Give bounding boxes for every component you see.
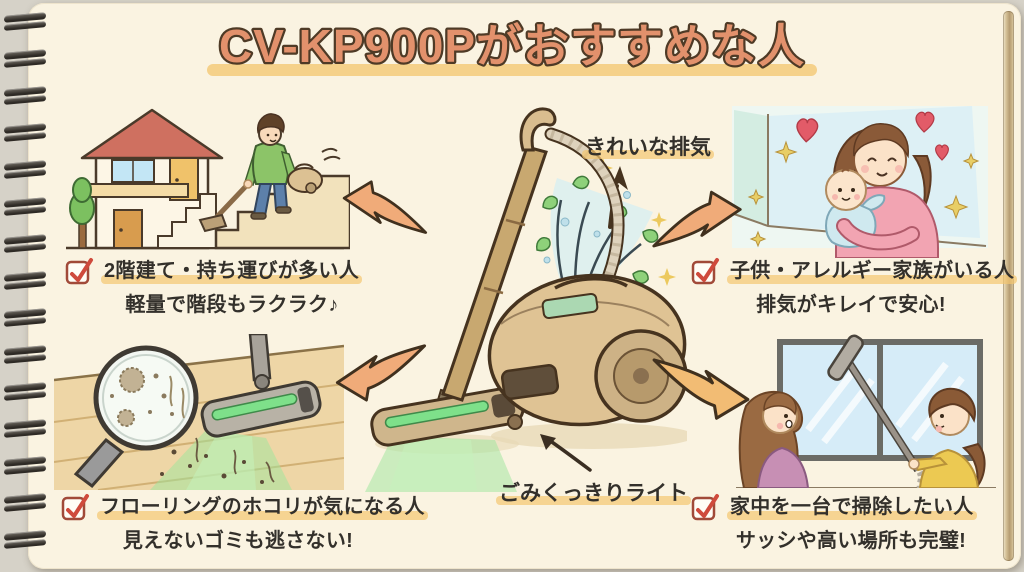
inner-staircase [157,193,217,249]
checklist-line1: 子供・アレルギー家族がいる人 [726,259,1018,284]
spiral-ring-icon [4,345,46,366]
checklist-line1: フローリングのホコリが気になる人 [97,495,428,520]
canister-body [487,273,687,430]
raised-arm [910,456,949,472]
house-stairs-illustration [66,108,350,250]
vacuum-cleaner-illustration [365,107,687,492]
checkbox-icon [691,258,719,285]
nozzle [198,213,228,233]
dust-wisps [195,437,275,483]
tree-icon [69,177,95,249]
dust-light-label: ごみくっきりライト [498,477,689,507]
spiral-binding [0,0,52,572]
checkbox-icon [65,258,93,285]
mother-arm [838,220,918,249]
green-led-strip [384,400,489,429]
motion-lines [321,147,341,161]
clean-exhaust-spray [536,158,676,330]
front-wheel [507,414,523,430]
spiral-ring-icon [4,160,46,181]
magnifier-dust-illustration [54,334,344,490]
man-carrying-vacuum [198,113,341,233]
dust-specks [160,449,264,484]
leaf-icon [536,175,659,284]
arrow-to-bottom-left [335,344,427,402]
window-cleaning-illustration [736,334,996,488]
air-bubble [543,191,631,264]
carry-handle [554,277,628,290]
heart-icon [796,111,949,161]
checklist-bottom-left: フローリングのホコリが気になる人 見えないゴミも逃さない! [60,492,428,554]
hose-port [500,364,560,400]
dust-light-label-text: ごみくっきりライト [499,482,688,505]
spiral-ring-icon [4,86,46,107]
dust-light-arrow [540,434,592,472]
page-title: CV-KP900Pがおすすめな人 [172,12,852,82]
woman-left [738,390,810,488]
vacuum-head-with-light [150,334,322,490]
baby [825,168,920,251]
exhaust-label: きれいな排気 [584,131,712,161]
checklist-line2: 排気がキレイで安心! [756,294,946,316]
arrow-to-bottom-right [652,358,750,420]
title-art: CV-KP900Pがおすすめな人 [217,18,807,75]
magnifying-glass-icon [73,345,199,489]
checklist-bottom-right: 家中を一台で掃除したい人 サッシや高い場所も完璧! [690,492,1012,554]
shadow [491,423,687,449]
spiral-ring-icon [4,123,46,144]
mother-baby-illustration [732,106,988,258]
arrow-to-top-left [342,180,428,234]
checklist-line1: 2階建て・持ち運びが多い人 [100,259,363,284]
handle-grip [519,107,557,152]
checkbox-icon [691,494,719,521]
arrow-to-top-right [652,190,742,248]
woman-right [908,387,986,488]
display-panel [541,292,599,320]
spiral-ring-icon [4,12,46,33]
spiral-ring-icon [4,271,46,292]
spiral-ring-icon [4,308,46,329]
spiral-ring-icon [4,49,46,70]
title-text: CV-KP900Pがおすすめな人 [219,20,805,72]
checklist-line2: 見えないゴミも逃さない! [122,530,354,552]
spiral-ring-icon [4,197,46,218]
spiral-ring-icon [4,456,46,477]
spiral-ring-icon [4,419,46,440]
exhaust-label-text: きれいな排気 [585,136,711,159]
checklist-line1: 家中を一台で掃除したい人 [727,495,977,520]
checklist-top-right: 子供・アレルギー家族がいる人 排気がキレイで安心! [690,256,1018,318]
wand [441,107,557,402]
carried-vacuum-body [287,167,323,193]
checklist-line2: 軽量で階段もラクラク♪ [125,294,339,316]
checklist-line2: サッシや高い場所も完璧! [735,530,967,552]
checkbox-icon [61,494,89,521]
title-highlight [207,64,817,76]
extended-wand [827,334,925,488]
spiral-ring-icon [4,493,46,514]
spiral-ring-icon [4,530,46,551]
checklist-top-left: 2階建て・持ち運びが多い人 軽量で階段もラクラク♪ [64,256,400,318]
spiral-ring-icon [4,382,46,403]
spiral-ring-icon [4,234,46,255]
page-edge [1003,11,1014,561]
